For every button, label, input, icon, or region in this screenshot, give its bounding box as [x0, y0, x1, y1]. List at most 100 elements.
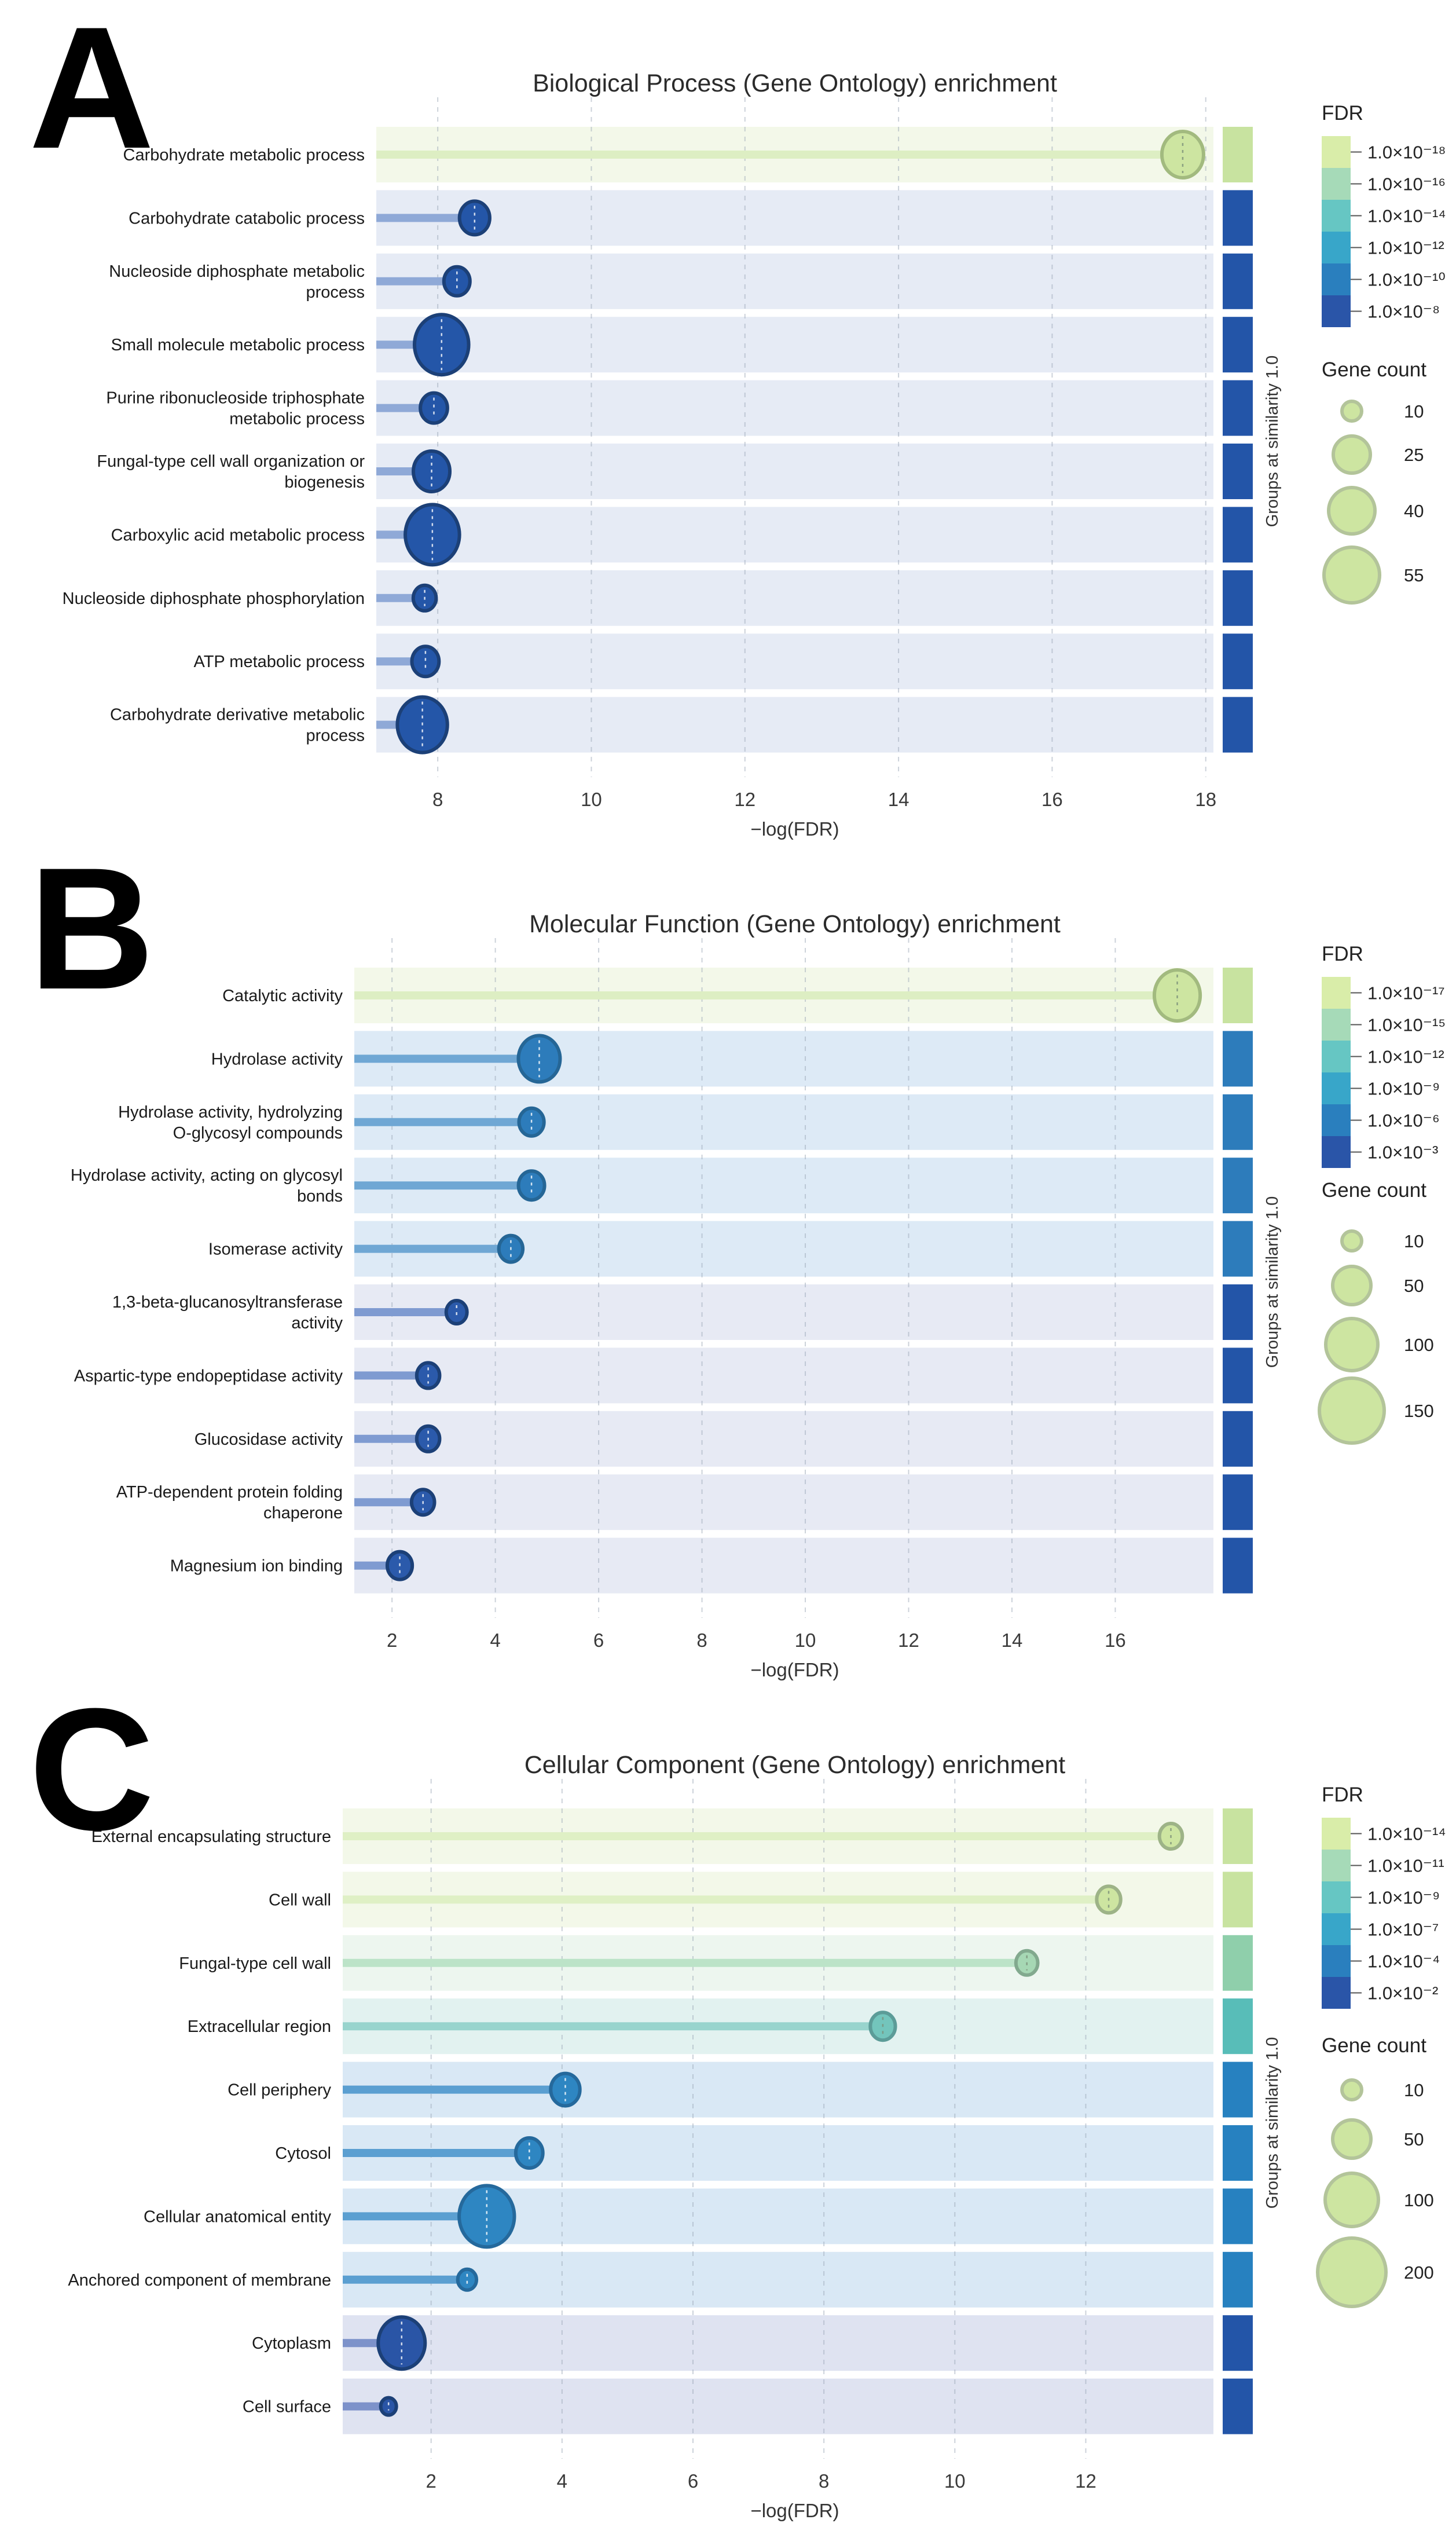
fdr-legend-label: 1.0×10⁻⁸ — [1367, 302, 1440, 322]
gene-count-legend-bubble — [1340, 1229, 1363, 1253]
fdr-legend-label: 1.0×10⁻¹⁶ — [1367, 174, 1446, 195]
fdr-legend-label: 1.0×10⁻¹⁴ — [1367, 206, 1446, 226]
chart-title: Biological Process (Gene Ontology) enric… — [533, 69, 1057, 97]
similarity-group-cell — [1223, 968, 1253, 1023]
row-label: Carbohydrate metabolic process — [123, 146, 365, 164]
fdr-colorbar-segment — [1322, 1136, 1351, 1168]
similarity-group-cell — [1223, 1935, 1253, 1991]
fdr-colorbar-segment — [1322, 1850, 1351, 1881]
row-label: Aspartic-type endopeptidase activity — [74, 1367, 343, 1385]
similarity-group-cell — [1223, 1347, 1253, 1404]
gene-count-legend-bubble — [1332, 434, 1372, 475]
row-label: Anchored component of membrane — [68, 2271, 331, 2290]
gene-count-legend-label: 10 — [1404, 401, 1424, 422]
row-stripe — [376, 444, 1213, 499]
bubble — [1160, 130, 1205, 180]
gene-count-legend-bubble — [1331, 2118, 1373, 2160]
similarity-group-cell — [1223, 1872, 1253, 1928]
similarity-group-cell — [1223, 1221, 1253, 1277]
chart-title: Molecular Function (Gene Ontology) enric… — [529, 910, 1061, 938]
fdr-legend-label: 1.0×10⁻⁶ — [1367, 1111, 1440, 1131]
x-tick-label: 4 — [490, 1629, 500, 1651]
gene-count-legend-title: Gene count — [1322, 2034, 1426, 2057]
fdr-colorbar-segment — [1322, 1072, 1351, 1104]
x-tick-label: 16 — [1105, 1629, 1126, 1651]
groups-similarity-label: Groups at similarity 1.0 — [1263, 356, 1282, 528]
similarity-group-cell — [1223, 2125, 1253, 2181]
fdr-legend-label: 1.0×10⁻⁹ — [1367, 1888, 1440, 1908]
x-tick-label: 16 — [1041, 789, 1063, 810]
row-label: Cellular anatomical entity — [144, 2207, 331, 2226]
gene-count-legend-label: 200 — [1404, 2262, 1434, 2283]
similarity-group-cell — [1223, 634, 1253, 690]
similarity-group-cell — [1223, 1284, 1253, 1340]
row-label: Nucleoside diphosphate phosphorylation — [63, 589, 365, 608]
x-tick-label: 8 — [696, 1629, 707, 1651]
fdr-legend-label: 1.0×10⁻¹⁸ — [1367, 142, 1446, 163]
row-label: Isomerase activity — [208, 1240, 343, 1259]
similarity-group-cell — [1223, 1808, 1253, 1864]
row-stripe — [376, 253, 1213, 309]
x-tick-label: 10 — [581, 789, 602, 810]
fdr-legend-label: 1.0×10⁻⁹ — [1367, 1079, 1440, 1099]
fdr-legend-label: 1.0×10⁻¹⁴ — [1367, 1824, 1446, 1844]
panel-letter: B — [29, 841, 155, 1026]
row-label: Cell surface — [243, 2398, 331, 2416]
similarity-group-cell — [1223, 1158, 1253, 1214]
similarity-group-cell — [1223, 1411, 1253, 1467]
fdr-colorbar-segment — [1322, 1041, 1351, 1072]
bubble — [514, 2136, 545, 2170]
gene-count-legend-label: 50 — [1404, 1276, 1424, 1296]
x-tick-label: 8 — [819, 2470, 829, 2492]
groups-similarity-label: Groups at similarity 1.0 — [1263, 2037, 1282, 2209]
x-tick-label: 2 — [426, 2470, 436, 2492]
x-axis-label: −log(FDR) — [750, 2500, 839, 2521]
similarity-group-cell — [1223, 444, 1253, 499]
gene-count-legend-bubble — [1327, 486, 1377, 536]
bubble — [549, 2071, 582, 2108]
bubble — [516, 1034, 562, 1084]
chart-title: Cellular Component (Gene Ontology) enric… — [525, 1751, 1066, 1779]
row-label: Cytoplasm — [252, 2334, 331, 2353]
row-stripe — [376, 380, 1213, 436]
x-tick-label: 4 — [557, 2470, 567, 2492]
x-tick-label: 14 — [888, 789, 909, 810]
fdr-legend-label: 1.0×10⁻⁴ — [1367, 1951, 1440, 1972]
groups-similarity-label: Groups at similarity 1.0 — [1263, 1196, 1282, 1368]
x-axis-label: −log(FDR) — [750, 1659, 839, 1680]
row-label: Cytosol — [275, 2144, 331, 2163]
row-stripe — [376, 697, 1213, 753]
x-tick-label: 14 — [1002, 1629, 1023, 1651]
gene-count-legend-bubble — [1316, 2236, 1388, 2308]
gene-count-legend-label: 50 — [1404, 2129, 1424, 2150]
panel-a-generated: Carbohydrate metabolic processCarbohydra… — [63, 97, 1446, 810]
similarity-group-cell — [1223, 1094, 1253, 1150]
similarity-group-cell — [1223, 253, 1253, 309]
fdr-legend-title: FDR — [1322, 943, 1363, 965]
fdr-colorbar-segment — [1322, 263, 1351, 295]
panel-letter: A — [29, 0, 155, 185]
gene-count-legend-label: 100 — [1404, 2190, 1434, 2210]
similarity-group-cell — [1223, 190, 1253, 246]
bubble — [379, 2396, 398, 2417]
fdr-colorbar-segment — [1322, 1913, 1351, 1945]
row-label: External encapsulating structure — [91, 1828, 331, 1846]
panel-a-plot: Carbohydrate metabolic processCarbohydra… — [29, 0, 1446, 840]
similarity-group-cell — [1223, 127, 1253, 182]
x-tick-label: 10 — [795, 1629, 816, 1651]
gene-count-legend-bubble — [1340, 2078, 1363, 2101]
similarity-group-cell — [1223, 2378, 1253, 2434]
row-stripe — [376, 634, 1213, 690]
row-stripe — [354, 1411, 1213, 1467]
x-tick-label: 12 — [734, 789, 755, 810]
fdr-legend-label: 1.0×10⁻¹⁰ — [1367, 270, 1446, 290]
gene-count-legend-label: 100 — [1404, 1335, 1434, 1355]
